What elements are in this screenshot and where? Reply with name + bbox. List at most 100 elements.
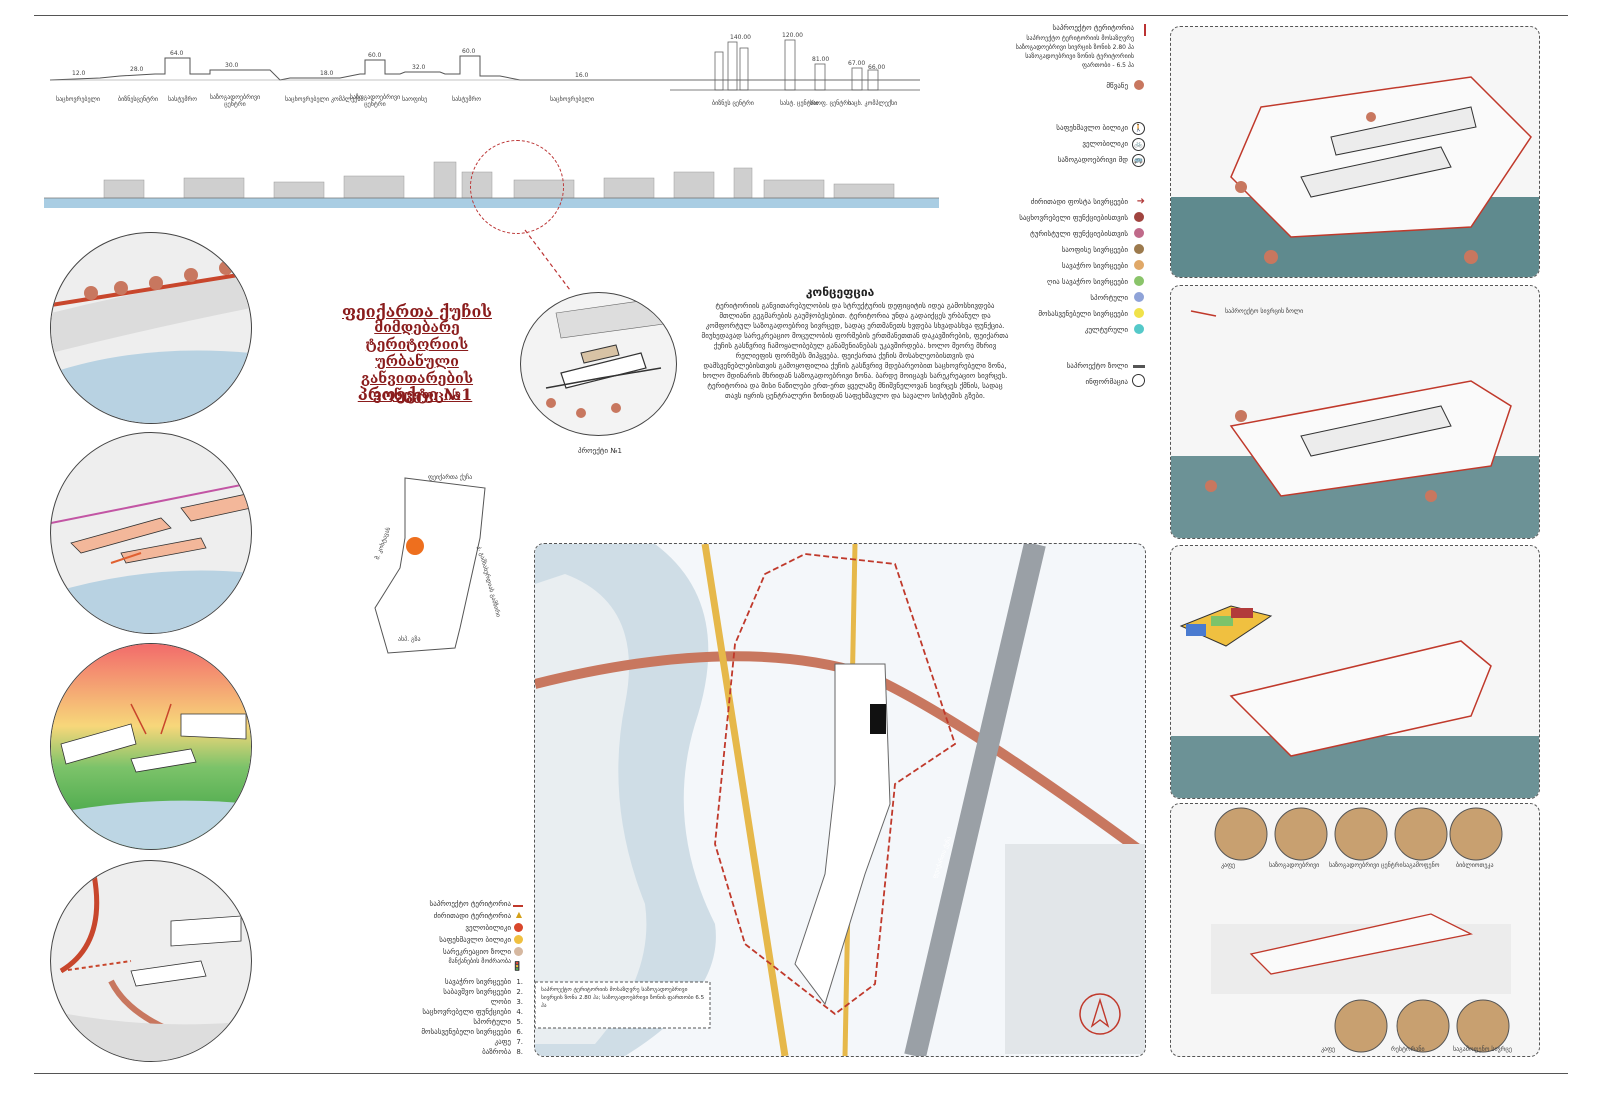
street-label-1: ფეიქართა ქუჩა bbox=[428, 474, 473, 481]
diagram-svg-1 bbox=[51, 261, 251, 423]
strip-swatch bbox=[1133, 365, 1145, 368]
skyline-height-1: 12.0 bbox=[72, 70, 86, 77]
swatch-func-7 bbox=[1134, 292, 1144, 302]
traffic-sign-icon: 🚦 bbox=[511, 962, 523, 972]
legend-func-2: საცხოვრებელი ფუნქციებისთვის bbox=[1019, 214, 1128, 222]
sp-num-1-label: სავაჭრო სივრცეები bbox=[444, 978, 511, 986]
skyline-label-2: ბიზნესცენტრი bbox=[118, 96, 158, 103]
skyline-height-13: 67.00 bbox=[848, 60, 866, 67]
sp-swatch-3 bbox=[514, 923, 523, 932]
swatch-func-2 bbox=[1134, 212, 1144, 222]
title-line-2: მიმდებარე ტერიტორიის bbox=[365, 320, 469, 353]
swatch-func-6 bbox=[1134, 276, 1144, 286]
sp-num-8-label: ბაზრობა bbox=[482, 1048, 511, 1056]
location-plan: ფეიქართა ქუჩა მ. კოსტავას კ. გამსახურდია… bbox=[360, 468, 502, 658]
render-panel-3 bbox=[1170, 545, 1540, 799]
sp-line-swatch bbox=[513, 905, 523, 907]
diagram-svg-3 bbox=[51, 644, 251, 849]
legend-func-8: მოსასვენებელი სივრცეები bbox=[1038, 310, 1128, 318]
sp-legend-1: საპროექტო ტერიტორია bbox=[429, 900, 511, 908]
skyline-height-12: 81.00 bbox=[812, 56, 830, 63]
triangle-icon: ▲ bbox=[515, 910, 522, 919]
legend-func-6: ღია სავაჭრო სივრცეები bbox=[1047, 278, 1128, 286]
skyline-label-5: საცხოვრებელი კომპლექსი bbox=[285, 96, 364, 103]
legend-boundary-note: საპროექტო ტერიტორიის მოსაზღვრე საზოგადოე… bbox=[1015, 35, 1134, 69]
diagram-svg-2 bbox=[51, 482, 251, 633]
skyline-label-6: საზოგადოებრივი ცენტრი bbox=[349, 94, 401, 108]
zoom-svg bbox=[545, 297, 672, 418]
sp-num-3-label: ლობი bbox=[490, 998, 511, 1006]
render4-label-6: კაფე bbox=[1321, 1046, 1336, 1053]
sp-legend-2: ძირითადი ტერიტორია bbox=[433, 912, 511, 920]
concept-heading: კონცეფცია bbox=[805, 285, 875, 299]
legend-func-5: სავაჭრო სივრცეები bbox=[1061, 262, 1128, 270]
swatch-func-5 bbox=[1134, 260, 1144, 270]
render4-label-3: საზოგადოებრივი ცენტრი bbox=[1329, 862, 1403, 869]
skyline-label-12: საოფ. ცენტრი bbox=[810, 100, 852, 107]
legend-symbol-1: საფეხმავლო ბილიკი bbox=[1056, 124, 1128, 132]
legend-other-2: ინფორმაცია bbox=[1085, 378, 1128, 386]
skyline-height-3: 64.0 bbox=[170, 50, 184, 57]
siteplan-legend: საპროექტო ტერიტორია ძირითადი ტერიტორია ▲… bbox=[400, 900, 525, 1060]
sp-num-6: 6. bbox=[516, 1028, 523, 1036]
render-svg-3 bbox=[1171, 605, 1539, 798]
skyline-height-11: 120.00 bbox=[782, 32, 803, 39]
sp-legend-3: ველობილიკი bbox=[465, 924, 511, 932]
skyline-elevation: 12.0 28.0 64.0 30.0 18.0 60.0 32.0 60.0 … bbox=[40, 30, 940, 120]
skyline-svg bbox=[49, 39, 920, 91]
legend-tree: მწვანე bbox=[1106, 82, 1128, 90]
sp-legend-6: მანქანების მოძრაობა bbox=[448, 958, 511, 965]
render-svg-2 bbox=[1171, 310, 1539, 538]
sp-num-3: 3. bbox=[516, 998, 523, 1006]
site-plan-svg bbox=[535, 544, 1145, 1056]
legend-other-1: საპროექტო ზოლი bbox=[1066, 362, 1128, 370]
skyline-height-9: 16.0 bbox=[575, 72, 589, 79]
skyline-height-2: 28.0 bbox=[130, 66, 144, 73]
render4-label-2: საზოგადოებრივი bbox=[1269, 862, 1320, 869]
skyline-label-13: საცხ. კომპლექსი bbox=[848, 100, 898, 107]
sp-num-4-label: საცხოვრებელი ფუნქციები bbox=[422, 1008, 511, 1016]
leader-line bbox=[524, 229, 571, 291]
highlight-ring-panorama bbox=[470, 140, 564, 234]
tree-swatch bbox=[1134, 80, 1144, 90]
sp-swatch-4 bbox=[514, 935, 523, 944]
skyline-label-7: საოფისე bbox=[402, 96, 428, 103]
legend-top: საპროექტო ტერიტორია საპროექტო ტერიტორიის… bbox=[1000, 20, 1148, 387]
legend-symbol-3: საზოგადოებრივი მდ bbox=[1057, 156, 1128, 164]
sp-num-5: 5. bbox=[516, 1018, 523, 1026]
render-panel-4: კაფე საზოგადოებრივი საზოგადოებრივი ცენტრ… bbox=[1170, 803, 1540, 1057]
sp-num-4: 4. bbox=[516, 1008, 523, 1016]
legend-func-3: ტურისტული ფუნქციებისთვის bbox=[1030, 230, 1128, 238]
sp-num-8: 8. bbox=[516, 1048, 523, 1056]
title-line-4: კონცეფცია bbox=[373, 388, 461, 404]
swatch-func-4 bbox=[1134, 244, 1144, 254]
site-plan: ფეიქართა ქუჩა საპროექტო ტერიტორიის მოსაზ… bbox=[534, 543, 1146, 1057]
bicycle-icon: 🚲 bbox=[1132, 138, 1145, 151]
sp-num-7: 7. bbox=[516, 1038, 523, 1046]
diagram-circle-access bbox=[50, 860, 252, 1062]
skyline-height-8: 60.0 bbox=[462, 48, 476, 55]
render-svg-4 bbox=[1211, 807, 1511, 1053]
siteplan-note: საპროექტო ტერიტორიის მოსაზღვრე საზოგადოე… bbox=[541, 987, 705, 1009]
swatch-func-3 bbox=[1134, 228, 1144, 238]
sp-num-2-label: საბავშვო სივრცეები bbox=[443, 988, 511, 996]
render4-label-4: საგამოფენო bbox=[1403, 862, 1440, 869]
title-line-3: ურბანული განვითარების bbox=[360, 354, 474, 387]
panel-2-note: საპროექტო სივრცის ზოლი bbox=[1225, 308, 1304, 315]
swatch-func-8 bbox=[1134, 308, 1144, 318]
sp-legend-4: საფეხმავლო ბილიკი bbox=[439, 936, 511, 944]
diagram-svg-4 bbox=[51, 861, 251, 1061]
skyline-height-5: 18.0 bbox=[320, 70, 334, 77]
sp-num-6-label: მოსასვენებელი სივრცეები bbox=[421, 1028, 511, 1036]
arrow-icon: ➜ bbox=[1136, 196, 1145, 207]
info-ring-icon bbox=[1132, 374, 1145, 387]
legend-symbol-2: ველობილიკი bbox=[1082, 140, 1128, 148]
render-panel-2: საპროექტო სივრცის ზოლი bbox=[1170, 285, 1540, 539]
poster-title: ფეიქართა ქუჩის მიმდებარე ტერიტორიის ურბა… bbox=[322, 303, 512, 405]
render-panel-1 bbox=[1170, 26, 1540, 278]
skyline-label-9: საცხოვრებელი bbox=[550, 96, 595, 103]
sp-num-5-label: სპორტული bbox=[473, 1018, 511, 1026]
legend-func-9: კულტურული bbox=[1084, 326, 1128, 334]
bottom-frame-line bbox=[34, 1073, 1568, 1074]
diagram-circle-connections bbox=[50, 432, 252, 634]
